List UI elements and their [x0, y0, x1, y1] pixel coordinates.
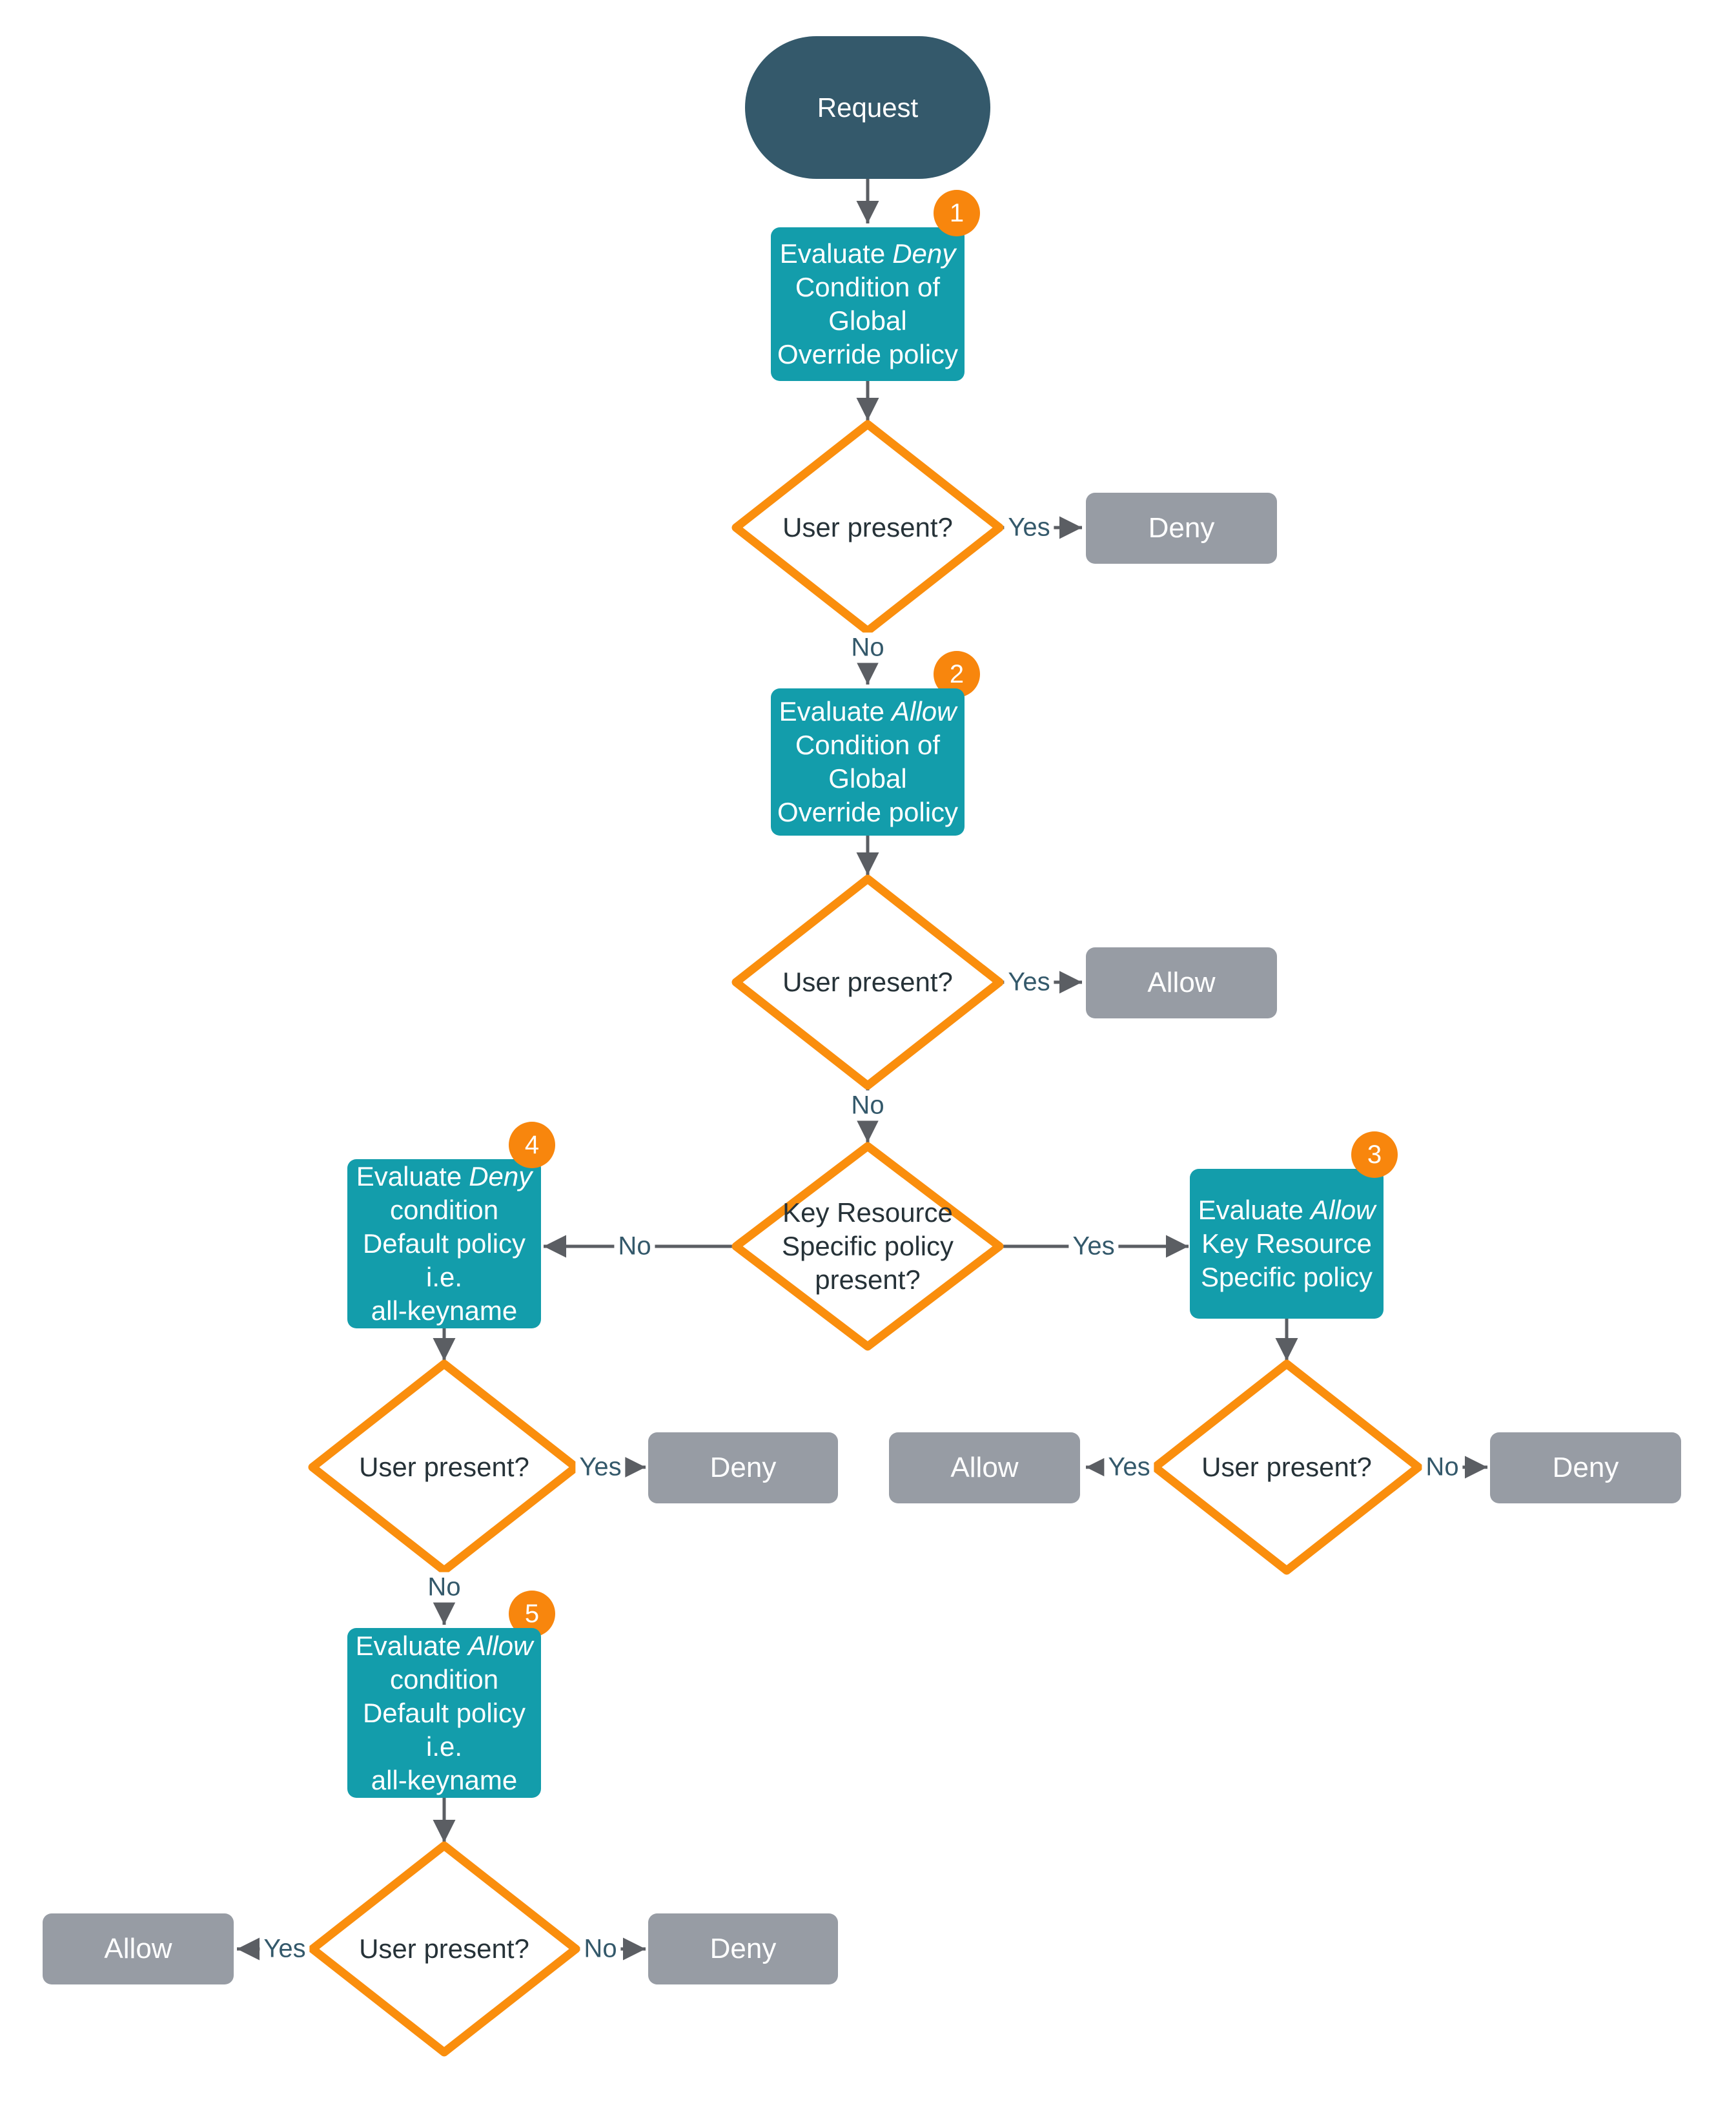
terminal-deny-3-label: Deny: [1552, 1452, 1619, 1483]
step-5-evaluate-text: Evaluate: [355, 1630, 462, 1661]
terminal-allow-3-label: Allow: [104, 1933, 172, 1964]
terminal-allow-2-label: Allow: [950, 1452, 1019, 1483]
decision-diamond-6: [308, 1841, 580, 2057]
step-1-line-2: Condition of: [795, 272, 941, 302]
step-3-line-2: Key Resource: [1201, 1228, 1372, 1259]
decision-diamond-3: [731, 1142, 1004, 1351]
step-1-line-3: Global: [828, 305, 907, 336]
edge-label-no-6: No: [580, 1933, 621, 1964]
edge-label-no-3: No: [614, 1231, 655, 1262]
step-badge-2-number: 2: [949, 659, 965, 688]
step-2-condition-text: Allow: [892, 696, 957, 726]
step-badge-4: 4: [509, 1122, 555, 1168]
step-4-line-3: Default policy: [362, 1228, 526, 1259]
decision-question-3-line-3: present?: [815, 1264, 921, 1295]
decision-question-6: User present?: [359, 1933, 529, 1964]
terminal-allow-1-label: Allow: [1147, 967, 1216, 998]
step-3-evaluate-text: Evaluate: [1198, 1195, 1304, 1225]
decision-diamond-2: [731, 874, 1004, 1090]
decision-question-3-line-2: Specific policy: [781, 1231, 954, 1261]
terminal-deny-1-label: Deny: [1148, 512, 1215, 544]
terminal-deny-4-label: Deny: [710, 1933, 777, 1964]
start-node-label: Request: [817, 92, 919, 123]
edge-label-no-5: No: [1422, 1452, 1463, 1483]
decision-question-3-line-1: Key Resource: [782, 1197, 953, 1228]
step-5-condition-text: Allow: [468, 1630, 533, 1661]
edge-label-yes-1: Yes: [1004, 512, 1054, 543]
edge-label-yes-2: Yes: [1004, 967, 1054, 998]
terminal-allow-2: Allow: [889, 1432, 1080, 1503]
edge-label-yes-6: Yes: [260, 1933, 310, 1964]
step-4-line-2: condition: [389, 1195, 499, 1225]
decision-diamond-1: [731, 420, 1004, 635]
edge-label-no-4: No: [424, 1572, 465, 1603]
terminal-deny-3: Deny: [1490, 1432, 1681, 1503]
step-badge-4-number: 4: [524, 1130, 540, 1159]
terminal-deny-2: Deny: [648, 1432, 838, 1503]
step-4-line-4: i.e.: [425, 1262, 463, 1292]
step-badge-1-number: 1: [949, 198, 965, 227]
step-5-line-3: Default policy: [362, 1697, 526, 1728]
step-badge-3-number: 3: [1367, 1140, 1382, 1169]
step-4-condition-text: Deny: [469, 1161, 533, 1191]
step-3-line-3: Specific policy: [1200, 1262, 1373, 1292]
step-2-line-4: Override policy: [777, 797, 959, 827]
decision-diamond-5: [1150, 1359, 1423, 1575]
terminal-allow-3: Allow: [43, 1913, 234, 1984]
decision-question-3: Key Resource Specific policy present?: [782, 1196, 954, 1297]
step-3-condition-text: Allow: [1311, 1195, 1376, 1225]
step-2-line-2: Condition of: [795, 730, 941, 760]
terminal-deny-4: Deny: [648, 1913, 838, 1984]
step-5-line-2: condition: [389, 1664, 499, 1695]
decision-question-5: User present?: [1201, 1452, 1372, 1482]
decision-question-4: User present?: [359, 1452, 529, 1482]
start-node-request: Request: [745, 36, 990, 179]
step-badge-3: 3: [1351, 1131, 1398, 1178]
step-5-line-4: i.e.: [425, 1731, 463, 1762]
terminal-deny-1: Deny: [1086, 493, 1277, 564]
step-4-evaluate-text: Evaluate: [356, 1161, 462, 1191]
edge-label-yes-3: Yes: [1068, 1231, 1119, 1262]
step-2-evaluate-text: Evaluate: [779, 696, 885, 726]
step-badge-5-number: 5: [524, 1599, 540, 1628]
decision-question-1: User present?: [782, 512, 953, 542]
step-4-line-5: all-keyname: [371, 1295, 518, 1326]
step-5-line-5: all-keyname: [371, 1764, 518, 1795]
edge-label-yes-5: Yes: [1104, 1452, 1154, 1483]
decision-question-2: User present?: [782, 967, 953, 997]
step-1-line-4: Override policy: [777, 339, 959, 369]
edge-label-no-2: No: [847, 1090, 888, 1121]
decision-diamond-4: [308, 1359, 580, 1575]
terminal-deny-2-label: Deny: [710, 1452, 777, 1483]
edge-label-yes-4: Yes: [575, 1452, 626, 1483]
step-1-condition-text: Deny: [892, 238, 956, 269]
edge-label-no-1: No: [847, 632, 888, 663]
terminal-allow-1: Allow: [1086, 947, 1277, 1018]
step-badge-1: 1: [934, 190, 980, 236]
step-1-evaluate-text: Evaluate: [779, 238, 886, 269]
step-2-line-3: Global: [828, 763, 907, 794]
